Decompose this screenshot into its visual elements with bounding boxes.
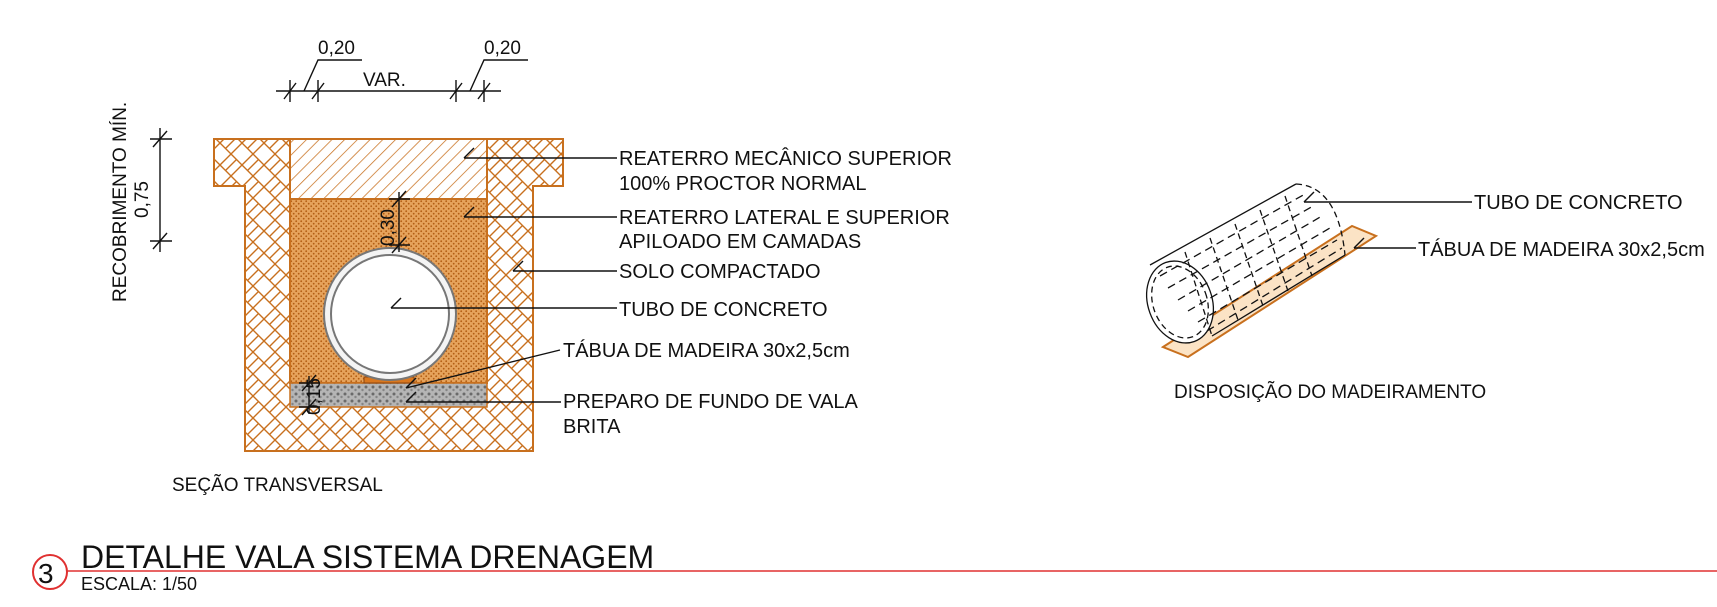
label-layers: APILOADO EM CAMADAS <box>619 231 861 253</box>
top-dimension <box>276 59 528 102</box>
gravel-bed <box>289 382 488 408</box>
timber-layout-detail: TUBO DE CONCRETO TÁBUA DE MADEIRA 30x2,5… <box>1146 183 1705 403</box>
label-upper-backfill: REATERRO MECÂNICO SUPERIOR <box>619 147 952 170</box>
detail-scale: ESCALA: 1/50 <box>81 574 197 594</box>
cover-dimension <box>150 128 172 252</box>
iso-label-board: TÁBUA DE MADEIRA 30x2,5cm <box>1418 238 1705 261</box>
dim-015-marks <box>299 374 320 416</box>
concrete-pipe <box>323 247 457 381</box>
label-trench-bottom: PREPARO DE FUNDO DE VALA <box>563 391 859 413</box>
iso-concrete-pipe <box>1146 183 1346 344</box>
trench-section: 0,20 0,20 VAR. RECOBRIMENTO MÍN. 0,75 0,… <box>110 38 952 496</box>
label-wood-board: TÁBUA DE MADEIRA 30x2,5cm <box>563 339 850 362</box>
dim-030-marks <box>389 190 410 254</box>
iso-wood-board <box>1160 224 1379 359</box>
detail-title: DETALHE VALA SISTEMA DRENAGEM <box>81 539 654 575</box>
dim-right-020: 0,20 <box>484 38 521 59</box>
upper-backfill <box>289 138 488 200</box>
title-block: 3 DETALHE VALA SISTEMA DRENAGEM ESCALA: … <box>32 539 1717 594</box>
label-compacted-soil: SOLO COMPACTADO <box>619 261 821 283</box>
iso-leader-lines <box>1303 191 1472 249</box>
detail-number-circle <box>32 554 68 590</box>
layout-caption: DISPOSIÇÃO DO MADEIRAMENTO <box>1174 381 1486 403</box>
dim-015: 0,15 <box>304 378 325 415</box>
leader-lines <box>390 147 617 403</box>
dim-left-020: 0,20 <box>318 38 355 59</box>
label-gravel: BRITA <box>563 416 621 438</box>
label-lateral-backfill: REATERRO LATERAL E SUPERIOR <box>619 207 950 229</box>
label-concrete-pipe: TUBO DE CONCRETO <box>619 299 828 321</box>
dim-cover-label: RECOBRIMENTO MÍN. <box>110 102 131 302</box>
dim-var: VAR. <box>363 70 406 91</box>
detail-number: 3 <box>38 558 54 589</box>
dim-cover-value: 0,75 <box>132 181 153 218</box>
iso-label-pipe: TUBO DE CONCRETO <box>1474 192 1683 214</box>
label-proctor: 100% PROCTOR NORMAL <box>619 173 866 195</box>
dim-030: 0,30 <box>378 209 399 246</box>
section-caption: SEÇÃO TRANSVERSAL <box>172 474 383 496</box>
